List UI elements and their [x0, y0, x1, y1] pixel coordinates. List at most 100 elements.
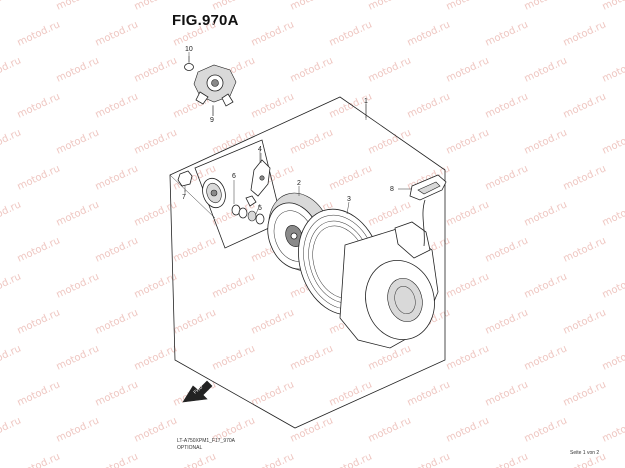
watermark-text: motod.ru — [328, 451, 374, 468]
watermark-text: motod.ru — [328, 91, 374, 120]
watermark-text: motod.ru — [55, 0, 101, 13]
watermark-text: motod.ru — [445, 55, 491, 84]
watermark-text: motod.ru — [133, 271, 179, 300]
watermark-text: motod.ru — [0, 343, 23, 372]
watermark-text: motod.ru — [55, 55, 101, 84]
callout-8: 8 — [390, 186, 394, 193]
watermark-text: motod.ru — [562, 91, 608, 120]
watermark-text: motod.ru — [406, 451, 452, 468]
watermark-text: motod.ru — [0, 127, 23, 156]
starter-grip — [409, 174, 447, 201]
watermark-text: motod.ru — [94, 91, 140, 120]
watermark-text: motod.ru — [289, 0, 335, 13]
watermark-text: motod.ru — [523, 127, 569, 156]
watermark-text: motod.ru — [172, 235, 218, 264]
watermark-text: motod.ru — [133, 0, 179, 13]
watermark-text: motod.ru — [601, 199, 625, 228]
watermark-text: motod.ru — [523, 415, 569, 444]
watermark-text: motod.ru — [55, 127, 101, 156]
watermark-text: motod.ru — [562, 235, 608, 264]
watermark-text: motod.ru — [133, 127, 179, 156]
watermark-text: motod.ru — [562, 379, 608, 408]
watermark-text: motod.ru — [523, 0, 569, 13]
watermark-text: motod.ru — [445, 199, 491, 228]
callout-3: 3 — [347, 196, 351, 203]
watermark-text: motod.ru — [406, 91, 452, 120]
callout-10: 10 — [185, 46, 193, 53]
watermark-text: motod.ru — [172, 307, 218, 336]
watermark-text: motod.ru — [562, 19, 608, 48]
watermark-text: motod.ru — [601, 415, 625, 444]
watermark-text: motod.ru — [562, 163, 608, 192]
watermark-text: motod.ru — [484, 235, 530, 264]
watermark-text: motod.ru — [562, 307, 608, 336]
watermark-text: motod.ru — [250, 307, 296, 336]
watermark-text: motod.ru — [523, 343, 569, 372]
page-title: FIG.970A — [172, 12, 239, 29]
watermark-text: motod.ru — [601, 127, 625, 156]
watermark-text: motod.ru — [16, 451, 62, 468]
watermark-text: motod.ru — [445, 0, 491, 13]
watermark-text: motod.ru — [0, 415, 23, 444]
watermark-text: motod.ru — [601, 0, 625, 13]
callout-9: 9 — [210, 117, 214, 124]
watermark-text: motod.ru — [16, 19, 62, 48]
watermark-text: motod.ru — [445, 271, 491, 300]
watermark-text: motod.ru — [250, 91, 296, 120]
watermark-text: motod.ru — [16, 379, 62, 408]
callout-7: 7 — [182, 194, 186, 201]
watermark-text: motod.ru — [250, 379, 296, 408]
watermark-text: motod.ru — [0, 199, 23, 228]
watermark-text: motod.ru — [250, 19, 296, 48]
callout-2: 2 — [297, 180, 301, 187]
watermark-text: motod.ru — [601, 55, 625, 84]
watermark-text: motod.ru — [445, 127, 491, 156]
watermark-text: motod.ru — [445, 343, 491, 372]
front-direction-arrow: FWD — [182, 380, 213, 403]
watermark-text: motod.ru — [211, 343, 257, 372]
watermark-text: motod.ru — [406, 379, 452, 408]
watermark-text: motod.ru — [523, 199, 569, 228]
watermark-text: motod.ru — [16, 163, 62, 192]
starter-cup — [193, 64, 237, 116]
watermark-text: motod.ru — [133, 55, 179, 84]
starter-rope — [422, 199, 426, 247]
watermark-text: motod.ru — [289, 127, 335, 156]
ratchet-plate — [194, 139, 283, 249]
watermark-text: motod.ru — [289, 415, 335, 444]
watermark-text: motod.ru — [133, 343, 179, 372]
watermark-text: motod.ru — [211, 0, 257, 13]
watermark-text: motod.ru — [523, 55, 569, 84]
watermark-text: motod.ru — [94, 19, 140, 48]
watermark-text: motod.ru — [16, 91, 62, 120]
optional-note: OPTIONAL — [177, 445, 203, 451]
watermark-text: motod.ru — [55, 415, 101, 444]
watermark-text: motod.ru — [484, 451, 530, 468]
watermark-text: motod.ru — [94, 235, 140, 264]
watermark-text: motod.ru — [328, 163, 374, 192]
watermark-text: motod.ru — [484, 163, 530, 192]
watermark-text: motod.ru — [289, 55, 335, 84]
watermark-text: motod.ru — [133, 415, 179, 444]
watermark-text: motod.ru — [55, 199, 101, 228]
watermark-text: motod.ru — [484, 379, 530, 408]
page-indicator: Seite 1 von 2 — [570, 450, 600, 456]
watermark-text: motod.ru — [94, 379, 140, 408]
watermark-text: motod.ru — [601, 343, 625, 372]
watermark-text: motod.ru — [94, 451, 140, 468]
watermark-text: motod.ru — [484, 307, 530, 336]
watermark-text: motod.ru — [484, 91, 530, 120]
watermark-text: motod.ru — [94, 163, 140, 192]
watermark-text: motod.ru — [55, 343, 101, 372]
callout-1: 1 — [364, 98, 368, 105]
callout-5: 5 — [258, 205, 262, 212]
watermark-text: motod.ru — [406, 19, 452, 48]
watermark-text: motod.ru — [133, 199, 179, 228]
starter-case — [339, 221, 439, 349]
watermark-text: motod.ru — [0, 55, 23, 84]
watermark-text: motod.ru — [484, 19, 530, 48]
watermark-text: motod.ru — [0, 271, 23, 300]
watermark-text: motod.ru — [523, 271, 569, 300]
drawing-code: LT-A750XPM1_F17_970A — [177, 438, 236, 444]
watermark-text: motod.ru — [367, 55, 413, 84]
